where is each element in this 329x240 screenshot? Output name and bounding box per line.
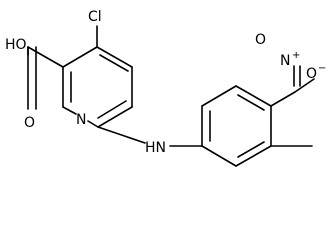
bond-n1-c2 [62,106,77,115]
bond-c2-c3 [62,46,98,68]
bond-aryl-nitro [270,91,296,107]
structure-diagram: Cl HO O N HN N + O O − [5,9,326,167]
amine-label: HN [145,140,166,156]
molecule-canvas: Cl HO O N HN N + O O − [5,9,327,167]
bond-c3-c4-inner [99,54,129,72]
nitro-nitrogen-charge: + [292,50,300,61]
bond-ar-4 [235,85,272,107]
pyridine-nitrogen-label: N [76,112,86,128]
bond-ar-4-inner [237,94,265,111]
bond-c3-c4 [96,46,133,68]
bond-c5-c6-inner [97,100,127,119]
nitro-oxygen-charge: − [318,63,326,74]
bond-nitro-o-single [294,78,315,93]
bond-ar-2-inner [237,141,265,158]
bond-c6-n1 [87,120,99,128]
bond-ar-1 [201,145,237,167]
nitro-oxygen-double-label: O [255,32,266,48]
carbonyl-oxygen-label: O [24,115,35,131]
bond-ar-5 [201,85,237,107]
bond-c2-carboxyl [27,46,64,68]
hydroxyl-label: HO [5,37,27,53]
bond-c6-nh [97,126,146,144]
bond-c5-c6 [97,106,133,128]
nitro-oxygen-single-label: O [306,66,317,82]
chloro-label: Cl [88,9,102,25]
nitro-nitrogen-label: N [280,53,290,69]
bond-ar-2 [235,145,272,167]
